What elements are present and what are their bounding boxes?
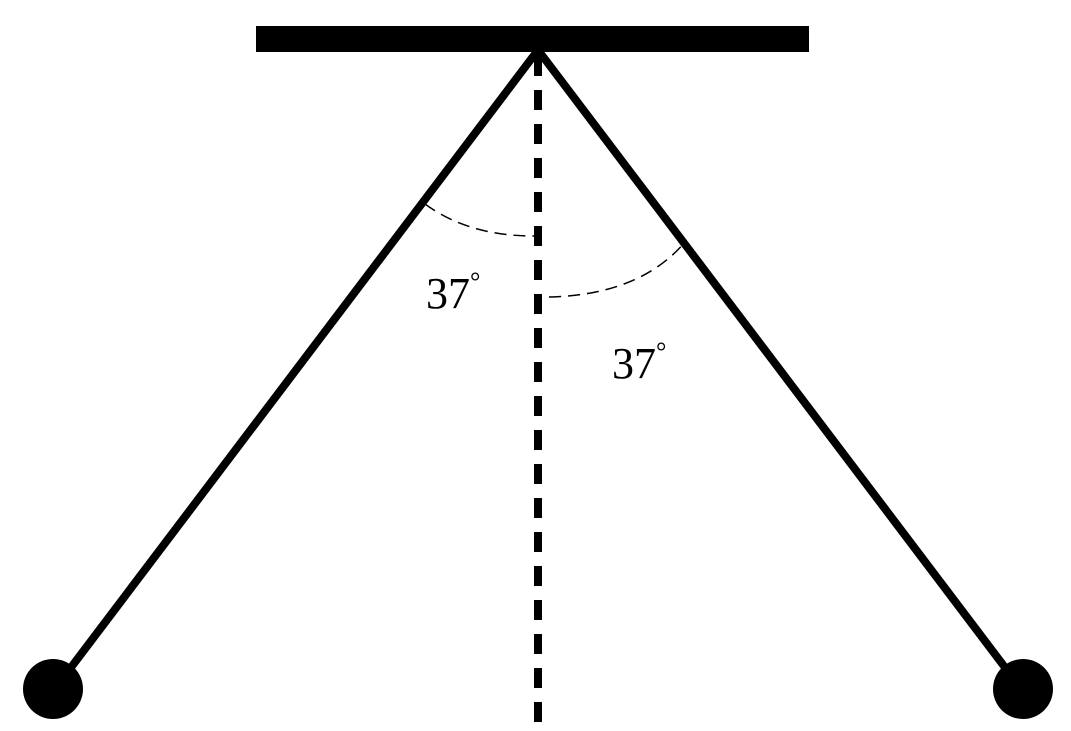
right-angle-value: 37 [612,339,656,388]
left-angle-value: 37 [426,269,470,318]
right-pendulum-bob [993,659,1053,719]
left-angle-arc [424,203,539,237]
left-angle-label: 37° [426,267,480,318]
right-string [534,46,1020,686]
right-angle-arc [548,241,686,298]
left-angle-unit: ° [470,267,480,296]
left-pendulum-bob [23,659,83,719]
left-string [56,46,542,686]
ceiling-bar [256,26,809,52]
right-angle-unit: ° [656,337,666,366]
right-angle-label: 37° [612,337,666,388]
